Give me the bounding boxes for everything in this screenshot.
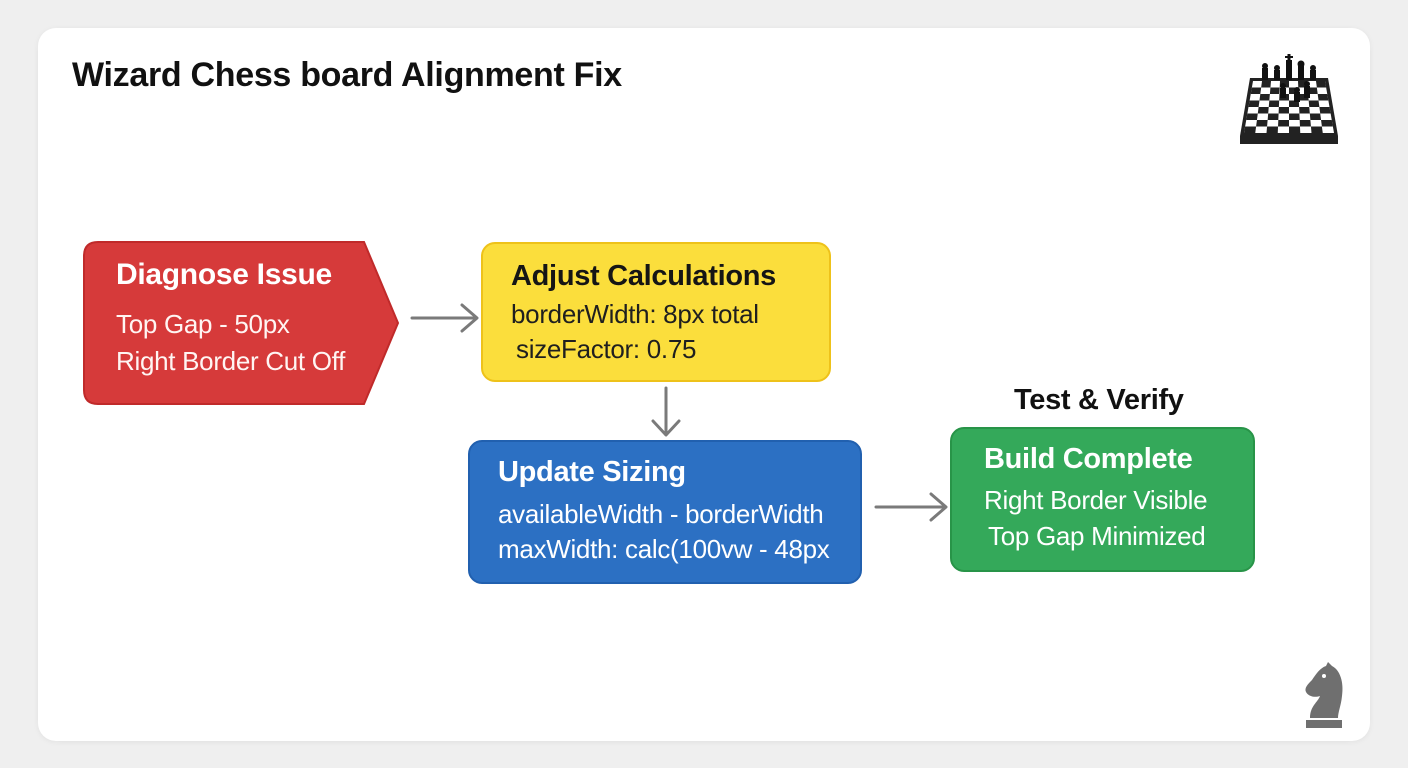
build-line-2: Top Gap Minimized — [988, 521, 1206, 551]
adjust-calculations-node: Adjust Calculations borderWidth: 8px tot… — [481, 242, 831, 382]
build-heading: Build Complete — [984, 443, 1193, 475]
adjust-line-1: borderWidth: 8px total — [511, 299, 759, 329]
board-square — [1299, 120, 1311, 127]
test-verify-label: Test & Verify — [1014, 384, 1184, 416]
update-heading: Update Sizing — [498, 456, 686, 488]
board-square — [1310, 126, 1323, 133]
build-line-1: Right Border Visible — [984, 485, 1208, 515]
board-square — [1246, 113, 1258, 120]
diagnose-issue-node: Diagnose Issue Top Gap - 50px Right Bord… — [116, 258, 345, 380]
board-square — [1289, 100, 1300, 107]
diagnose-line-2: Right Border Cut Off — [116, 346, 346, 376]
board-square — [1321, 120, 1333, 127]
board-square — [1267, 113, 1279, 120]
adjust-heading: Adjust Calculations — [511, 260, 776, 292]
board-square — [1317, 94, 1329, 101]
update-line-2: maxWidth: calc(100vw - 48px — [498, 534, 830, 564]
board-square — [1248, 100, 1260, 107]
knight-icon — [1305, 662, 1343, 728]
board-square — [1309, 113, 1322, 120]
board-square — [1261, 81, 1271, 88]
diagnose-heading: Diagnose Issue — [116, 258, 332, 291]
diagnose-node-shape — [83, 241, 400, 405]
board-square — [1257, 107, 1269, 114]
build-complete-node: Build Complete Right Border Visible Top … — [950, 427, 1255, 572]
board-square — [1278, 120, 1289, 127]
page-title: Wizard Chess board Alignment Fix — [72, 56, 622, 94]
adjust-line-2: sizeFactor: 0.75 — [516, 334, 697, 364]
update-sizing-node: Update Sizing availableWidth - borderWid… — [468, 440, 862, 584]
board-square — [1289, 126, 1301, 133]
board-square — [1256, 120, 1268, 127]
board-square — [1269, 87, 1280, 94]
diagnose-line-1: Top Gap - 50px — [116, 309, 290, 339]
chessboard-icon — [1240, 54, 1338, 144]
board-square — [1308, 100, 1320, 107]
board-square — [1259, 94, 1270, 101]
board-square — [1299, 107, 1310, 114]
board-square — [1250, 87, 1262, 94]
update-line-1: availableWidth - borderWidth — [498, 499, 824, 529]
board-square — [1244, 126, 1257, 133]
board-square — [1266, 126, 1279, 133]
board-square — [1316, 81, 1327, 88]
board-square — [1278, 107, 1289, 114]
board-square — [1289, 113, 1300, 120]
board-square — [1307, 87, 1318, 94]
board-square — [1319, 107, 1331, 114]
board-square — [1268, 100, 1280, 107]
